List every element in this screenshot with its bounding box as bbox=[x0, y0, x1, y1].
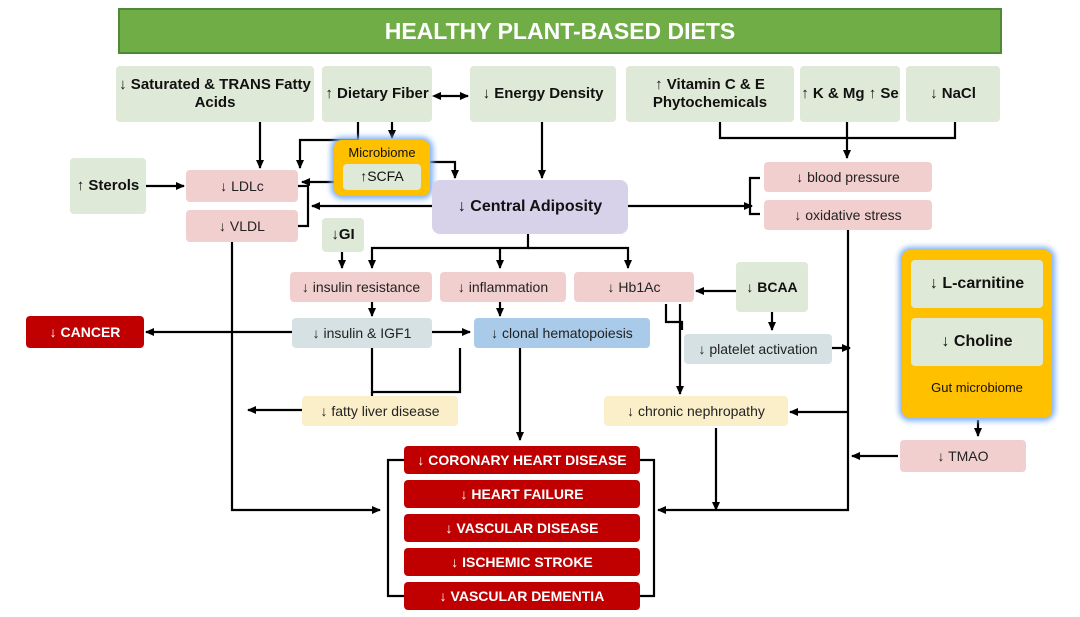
node-inflammation: ↓ inflammation bbox=[440, 272, 566, 302]
node-platelet-activation: ↓ platelet activation bbox=[684, 334, 832, 364]
node-k-mg-se: ↑ K & Mg ↑ Se bbox=[800, 66, 900, 122]
node-saturated-fat: ↓ Saturated & TRANS Fatty Acids bbox=[116, 66, 314, 122]
node-tmao: ↓ TMAO bbox=[900, 440, 1026, 472]
line-bp-bracket bbox=[748, 176, 760, 216]
node-ldlc: ↓ LDLc bbox=[186, 170, 298, 202]
arrow-microbiome-adiposity bbox=[430, 160, 459, 179]
node-vldl: ↓ VLDL bbox=[186, 210, 298, 242]
node-bcaa: ↓ BCAA bbox=[736, 262, 808, 312]
line-hb1ac-platelet bbox=[664, 304, 684, 330]
node-heart-failure: ↓ HEART FAILURE bbox=[404, 480, 640, 508]
node-central-adiposity: ↓ Central Adiposity bbox=[432, 180, 628, 234]
line-ldl-bracket bbox=[298, 184, 310, 228]
node-vitamin-c-e: ↑ Vitamin C & E Phytochemicals bbox=[626, 66, 794, 122]
node-l-carnitine: ↓ L-carnitine bbox=[911, 260, 1043, 308]
node-fatty-liver: ↓ fatty liver disease bbox=[302, 396, 458, 426]
node-vascular-dementia: ↓ VASCULAR DEMENTIA bbox=[404, 582, 640, 610]
node-energy-density: ↓ Energy Density bbox=[470, 66, 616, 122]
node-sterols: ↑ Sterols bbox=[70, 158, 146, 214]
line-igf1-liver bbox=[370, 348, 462, 394]
node-gi: ↓GI bbox=[322, 218, 364, 252]
node-chronic-nephropathy: ↓ chronic nephropathy bbox=[604, 396, 788, 426]
node-cancer: ↓ CANCER bbox=[26, 316, 144, 348]
node-insulin-igf1: ↓ insulin & IGF1 bbox=[292, 318, 432, 348]
node-ischemic-stroke: ↓ ISCHEMIC STROKE bbox=[404, 548, 640, 576]
diagram-title: HEALTHY PLANT-BASED DIETS bbox=[118, 8, 1002, 54]
line-disease-bracket-right bbox=[640, 458, 656, 598]
node-coronary-heart-disease: ↓ CORONARY HEART DISEASE bbox=[404, 446, 640, 474]
node-oxidative-stress: ↓ oxidative stress bbox=[764, 200, 932, 230]
microbiome-label: Microbiome bbox=[348, 145, 416, 160]
node-insulin-resistance: ↓ insulin resistance bbox=[290, 272, 432, 302]
node-scfa: ↑SCFA bbox=[343, 163, 421, 190]
line-disease-bracket-left bbox=[386, 458, 404, 598]
arrow-ox-diseases bbox=[657, 230, 850, 514]
node-hb1ac: ↓ Hb1Ac bbox=[574, 272, 694, 302]
node-nacl: ↓ NaCl bbox=[906, 66, 1000, 122]
arrow-adiposity-hb1ac bbox=[528, 246, 632, 269]
gut-microbiome-container: ↓ L-carnitine ↓ Choline Gut microbiome bbox=[902, 250, 1052, 418]
node-clonal-hematopoiesis: ↓ clonal hematopoiesis bbox=[474, 318, 650, 348]
microbiome-container: Microbiome ↑SCFA bbox=[334, 140, 430, 196]
node-blood-pressure: ↓ blood pressure bbox=[764, 162, 932, 192]
node-dietary-fiber: ↑ Dietary Fiber bbox=[322, 66, 432, 122]
arrow-vldl-diseases bbox=[230, 242, 381, 514]
arrow-adiposity-insulin bbox=[368, 234, 530, 269]
line-nutrients-merge bbox=[718, 122, 957, 140]
node-choline: ↓ Choline bbox=[911, 318, 1043, 366]
gut-microbiome-label: Gut microbiome bbox=[931, 380, 1023, 395]
arrow-fiber-ldlc bbox=[296, 122, 360, 169]
node-vascular-disease: ↓ VASCULAR DISEASE bbox=[404, 514, 640, 542]
